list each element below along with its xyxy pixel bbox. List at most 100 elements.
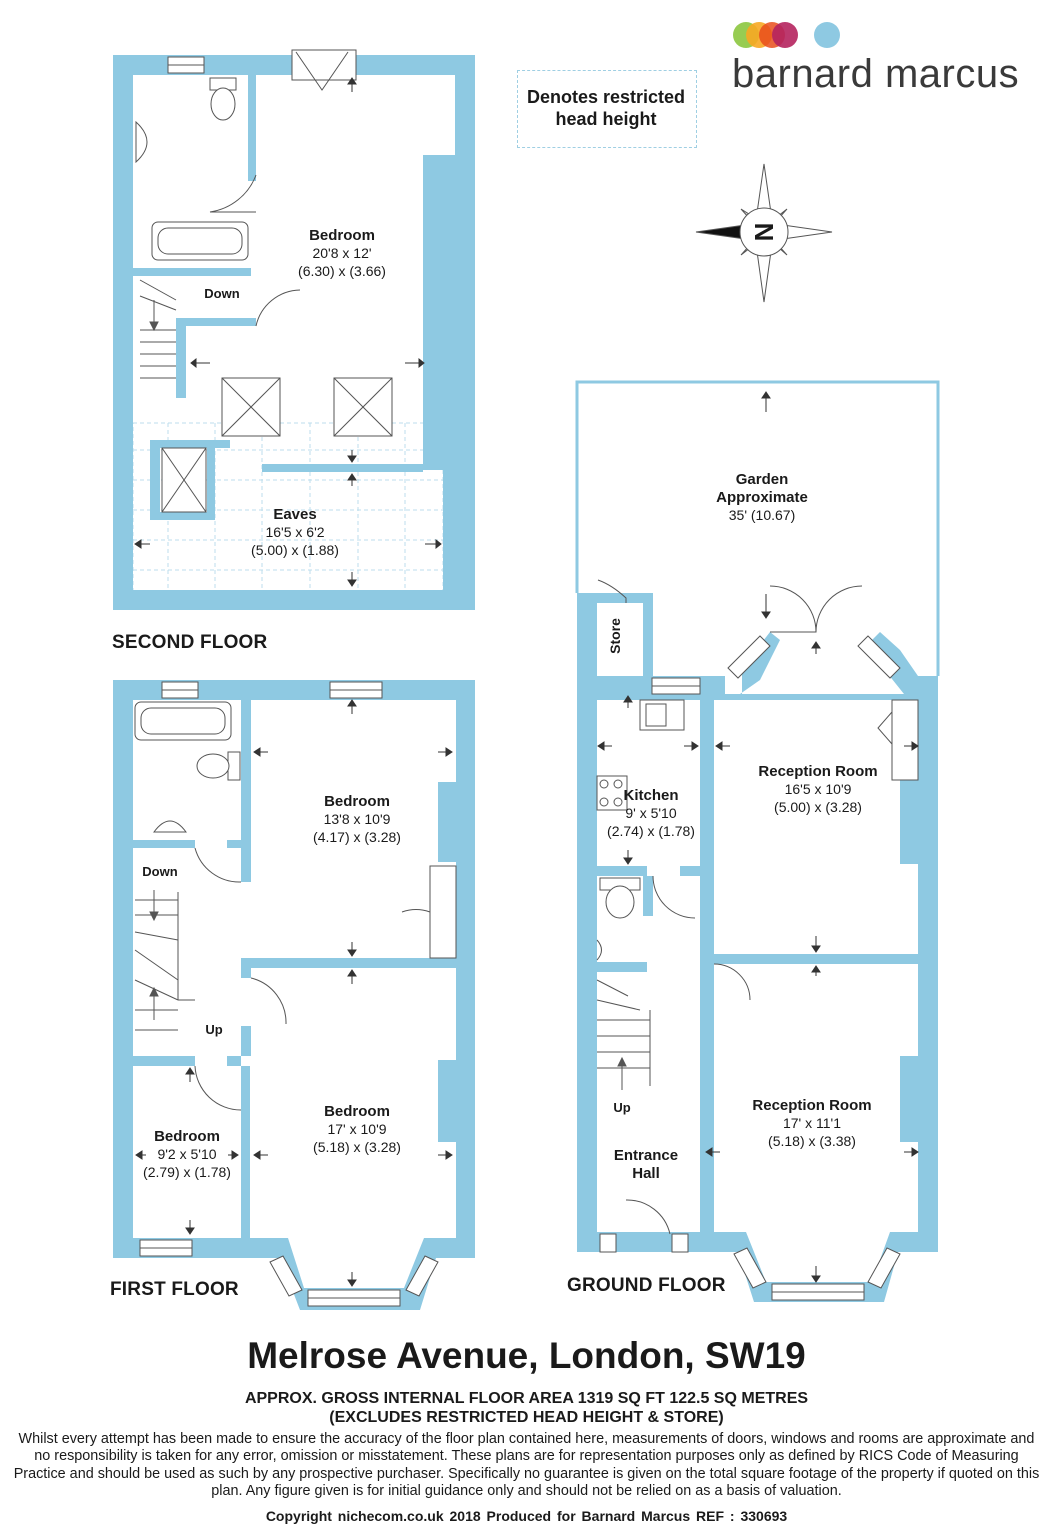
- gf-garden-dim: 35' (10.67): [729, 507, 796, 523]
- gf-rear-bay-right: [857, 635, 901, 679]
- gf-bay-left: [733, 1247, 767, 1289]
- gf-reception1-imperial: 16'5 x 10'9: [785, 781, 852, 797]
- gf-wall-hall-v: [700, 850, 714, 900]
- floor-area-line-2: (EXCLUDES RESTRICTED HEAD HEIGHT & STORE…: [329, 1409, 724, 1426]
- ff-bedroom2-imperial: 17' x 10'9: [327, 1121, 386, 1137]
- credits-line: Copyright nichecom.co.uk 2018 Produced f…: [265, 1508, 788, 1524]
- gf-kitchen-name: Kitchen: [623, 787, 678, 804]
- sf-down-label: Down: [204, 286, 239, 301]
- gf-up-label: Up: [613, 1100, 630, 1115]
- sf-skylights: [161, 377, 393, 513]
- brand-name: barnard marcus: [732, 52, 1020, 96]
- gf-reception1-metric: (5.00) x (3.28): [774, 799, 862, 815]
- ff-wall-mid: [241, 700, 251, 882]
- ff-wall-stair: [133, 1056, 195, 1066]
- sf-wall-eaves-box: [150, 440, 230, 520]
- ff-measure-arrows: [135, 699, 453, 1287]
- floor-area-line-1: APPROX. GROSS INTERNAL FLOOR AREA 1319 S…: [244, 1390, 809, 1407]
- gf-wall-store-right: [643, 593, 653, 680]
- gf-chimney1: [900, 780, 918, 864]
- gf-reception1-name: Reception Room: [758, 763, 877, 780]
- second-floor-title: SECOND FLOOR: [112, 632, 268, 653]
- ff-bay-window-right: [405, 1255, 439, 1297]
- gf-outer-walls: [577, 593, 938, 1302]
- gf-kitchen-imperial: 9' x 5'10: [625, 805, 676, 821]
- sf-eaves-name: Eaves: [273, 506, 316, 523]
- sf-stairs: [139, 279, 177, 379]
- gf-garden-boundary: [575, 380, 940, 676]
- ff-bedroom2-name: Bedroom: [324, 1103, 390, 1120]
- gf-store-inner: [597, 603, 643, 676]
- ff-fixtures: [134, 701, 431, 1111]
- gf-store-label: Store: [607, 618, 623, 654]
- sf-eaves-imperial: 16'5 x 6'2: [265, 524, 324, 540]
- property-address: Melrose Avenue, London, SW19: [247, 1335, 806, 1376]
- ff-wall-h1: [251, 958, 456, 968]
- disclaimer-text: Whilst every attempt has been made to en…: [13, 1431, 1040, 1500]
- ff-wall-mid2: [241, 958, 251, 978]
- ff-cupboard: [429, 865, 457, 959]
- floor-plan: N: [113, 49, 940, 1310]
- gf-cupboard: [891, 699, 919, 781]
- logo-dot-blue: [814, 22, 840, 48]
- ff-wall-bath2: [227, 840, 241, 848]
- sf-wall-bath-v: [248, 75, 256, 181]
- ff-bedroom3-name: Bedroom: [154, 1128, 220, 1145]
- ff-bedroom1-imperial: 13'8 x 10'9: [324, 811, 391, 827]
- sf-bedroom-name: Bedroom: [309, 227, 375, 244]
- ground-floor-plan: Garden Approximate 35' (10.67) Store Kit…: [575, 380, 940, 1302]
- sf-bedroom-imperial: 20'8 x 12': [312, 245, 371, 261]
- gf-wall-wc-h: [597, 962, 647, 972]
- sf-dormer-window: [291, 49, 357, 81]
- legend-line-1: Denotes restricted: [526, 87, 686, 107]
- restricted-height-legend: Denotes restricted head height: [517, 86, 695, 130]
- gf-wall-store: [597, 593, 653, 603]
- ff-bedroom1-name: Bedroom: [324, 793, 390, 810]
- gf-chimney2: [900, 1056, 918, 1142]
- gf-reception2-imperial: 17' x 11'1: [783, 1115, 841, 1131]
- gf-bay-right: [867, 1247, 901, 1289]
- ff-bedroom1-metric: (4.17) x (3.28): [313, 829, 401, 845]
- ff-wall-bath: [133, 840, 195, 848]
- sf-fixtures: [135, 77, 301, 327]
- gf-hall-line1: Entrance: [614, 1147, 678, 1164]
- sf-wall-bath: [133, 268, 251, 276]
- compass-n-label: N: [749, 223, 779, 242]
- sf-wall-stair: [176, 318, 186, 398]
- sf-measure-arrows: [134, 77, 442, 587]
- ff-chimney2: [438, 1060, 456, 1142]
- gf-wall-wc-v: [643, 876, 653, 916]
- ff-bedroom2-metric: (5.18) x (3.28): [313, 1139, 401, 1155]
- sf-wall-stair2: [186, 318, 256, 326]
- ff-bay-window-left: [269, 1255, 303, 1297]
- sf-eaves-metric: (5.00) x (1.88): [251, 542, 339, 558]
- gf-measure-arrows: [597, 391, 919, 1283]
- gf-rear-bay-left: [727, 635, 771, 679]
- gf-garden-name: Garden: [736, 471, 789, 488]
- gf-front-door-left: [599, 1233, 617, 1253]
- ff-chimney1: [438, 782, 456, 862]
- ff-bedroom3-imperial: 9'2 x 5'10: [157, 1146, 216, 1162]
- gf-reception2-name: Reception Room: [752, 1097, 871, 1114]
- ground-floor-title: GROUND FLOOR: [567, 1275, 726, 1296]
- first-floor-title: FIRST FLOOR: [110, 1279, 239, 1300]
- ff-down-label: Down: [142, 864, 177, 879]
- sf-wall-eaves-top: [262, 464, 423, 472]
- gf-kitchen-metric: (2.74) x (1.78): [607, 823, 695, 839]
- gf-wall-hall-v2: [700, 1020, 714, 1050]
- gf-stairs: [596, 979, 651, 1090]
- ff-up-label: Up: [205, 1022, 222, 1037]
- brand-logo-dots: [733, 22, 840, 48]
- ff-bedroom3-metric: (2.79) x (1.78): [143, 1164, 231, 1180]
- gf-garden-approx: Approximate: [716, 489, 808, 506]
- restricted-height-legend-box: [517, 70, 697, 148]
- gf-wall-kitchen-h: [597, 866, 647, 876]
- gf-fixtures: [596, 579, 893, 1235]
- ff-wall-stair2: [227, 1056, 241, 1066]
- compass-rose: [695, 163, 833, 303]
- gf-wall-kitchen-h2: [680, 866, 700, 876]
- gf-reception2-metric: (5.18) x (3.38): [768, 1133, 856, 1149]
- first-floor-plan: Bedroom 13'8 x 10'9 (4.17) x (3.28) Bedr…: [113, 680, 475, 1310]
- ff-stairs: [134, 890, 195, 1031]
- gf-wall-rooms-h: [714, 954, 918, 964]
